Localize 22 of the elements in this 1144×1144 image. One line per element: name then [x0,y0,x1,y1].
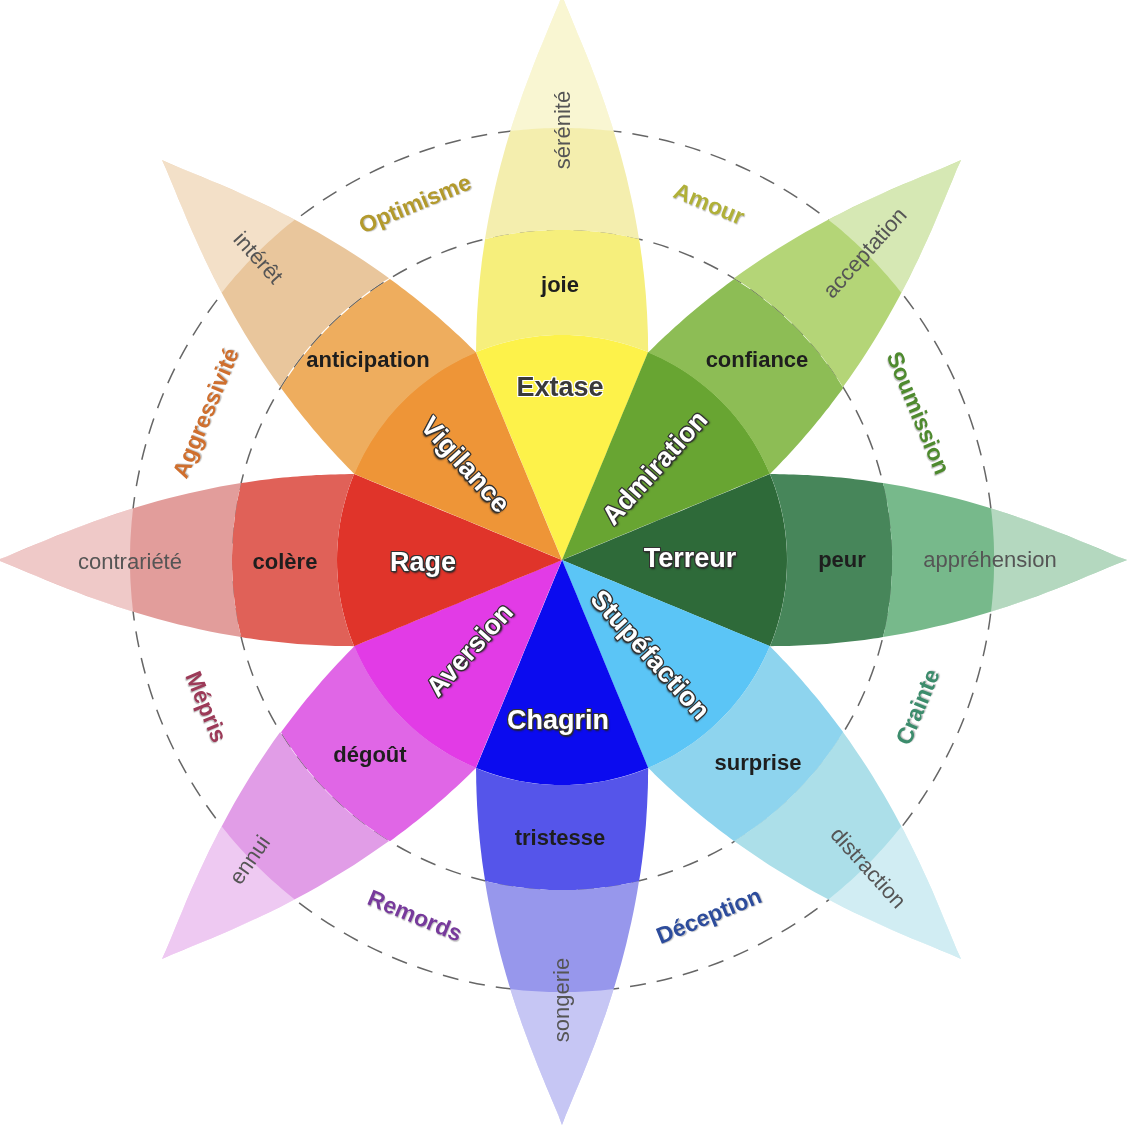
emotion-label: sérénité [552,90,574,170]
emotion-label: confiance [705,349,809,371]
emotion-label: anticipation [306,349,430,371]
petal-segment [769,473,892,647]
petal-segment [882,482,1127,637]
emotion-label: Extase [516,373,604,401]
emotion-label: surprise [714,752,802,774]
emotion-label: joie [541,274,579,296]
emotion-label: Terreur [643,544,737,572]
emotion-label: dégoût [333,744,407,766]
petal-segment [475,767,649,890]
emotion-label: tristesse [514,827,606,849]
emotion-label: contrariété [78,551,182,573]
emotion-label: Rage [390,548,456,576]
emotion-label: colère [252,551,318,573]
petal-segment [484,880,639,1125]
petal-segment [484,0,639,240]
emotion-label: songerie [551,957,573,1043]
emotion-label: peur [818,549,866,571]
petal-segment [475,230,649,353]
petal-segment [0,482,242,637]
dyad-label: Mépris [181,668,232,746]
